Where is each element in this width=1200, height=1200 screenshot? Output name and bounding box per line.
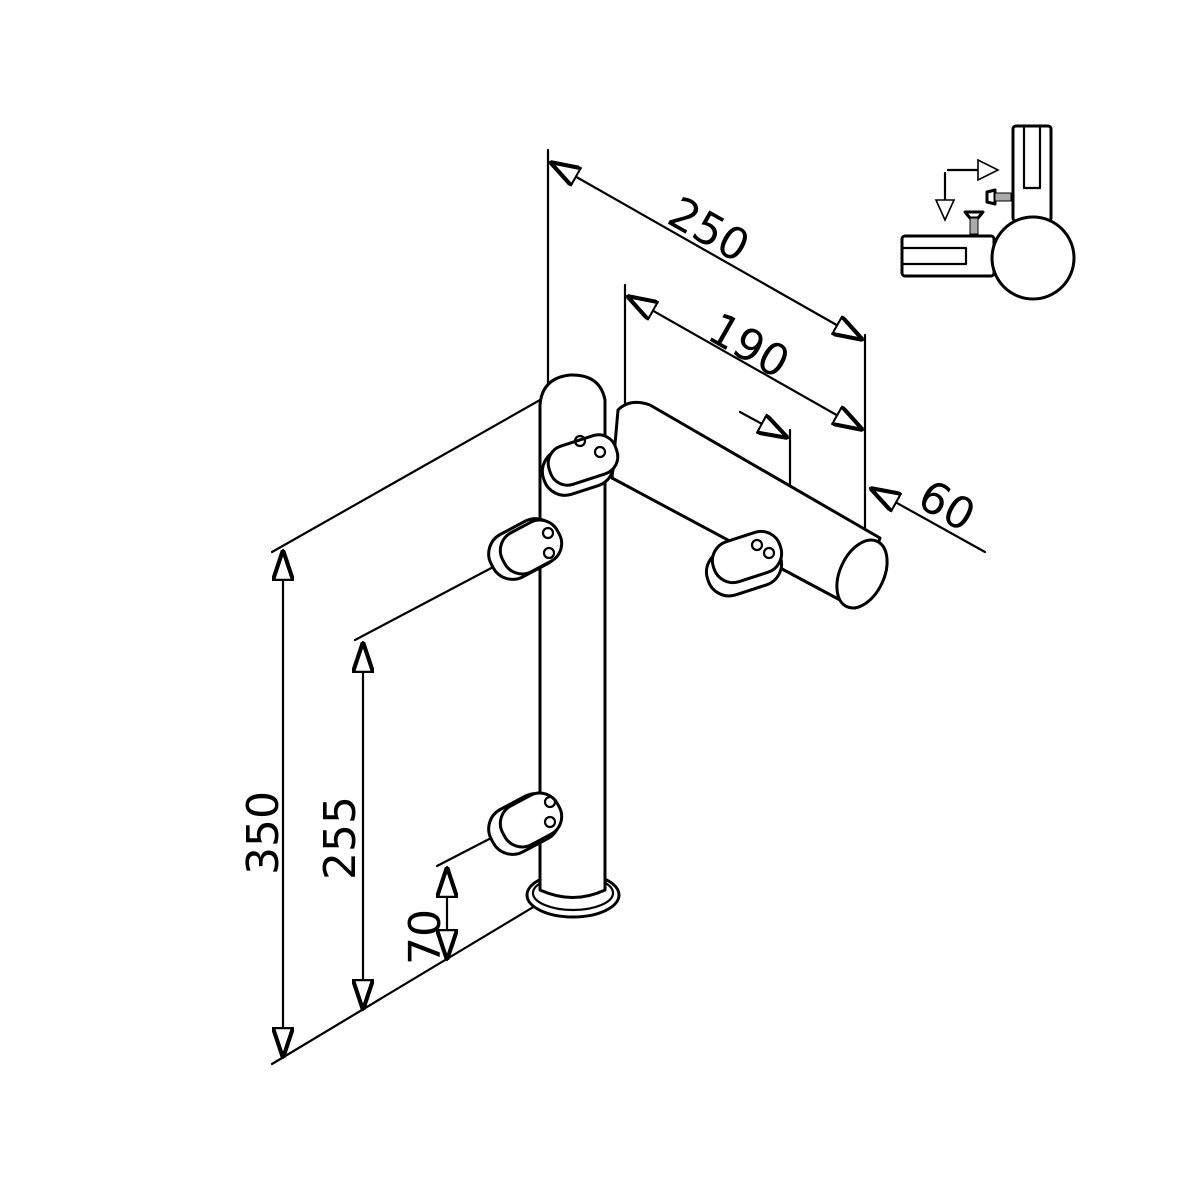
dimension-label-190: 190 <box>700 303 798 389</box>
glass-clamp-top <box>540 433 620 497</box>
dimension-190: 190 <box>625 283 863 430</box>
assembly-detail-inset <box>900 124 1076 301</box>
horizontal-arm-tube <box>610 400 889 610</box>
screw-icon <box>963 210 985 235</box>
dimension-label-350: 350 <box>238 791 289 875</box>
glass-clamp-upper <box>487 517 564 581</box>
dimension-350: 350 <box>238 398 542 1066</box>
glass-clamp-arm <box>704 529 784 598</box>
vertical-post <box>525 373 621 919</box>
dimension-255: 255 <box>315 563 499 1012</box>
glass-clamp-lower <box>487 791 564 856</box>
tube-cross-section <box>990 215 1076 301</box>
dimension-label-70: 70 <box>400 909 451 965</box>
dimension-label-60: 60 <box>910 470 984 542</box>
dimension-label-250: 250 <box>660 187 758 273</box>
screw-icon <box>985 188 1012 206</box>
dimension-70: 70 <box>400 834 497 965</box>
dimension-label-255: 255 <box>315 796 366 880</box>
